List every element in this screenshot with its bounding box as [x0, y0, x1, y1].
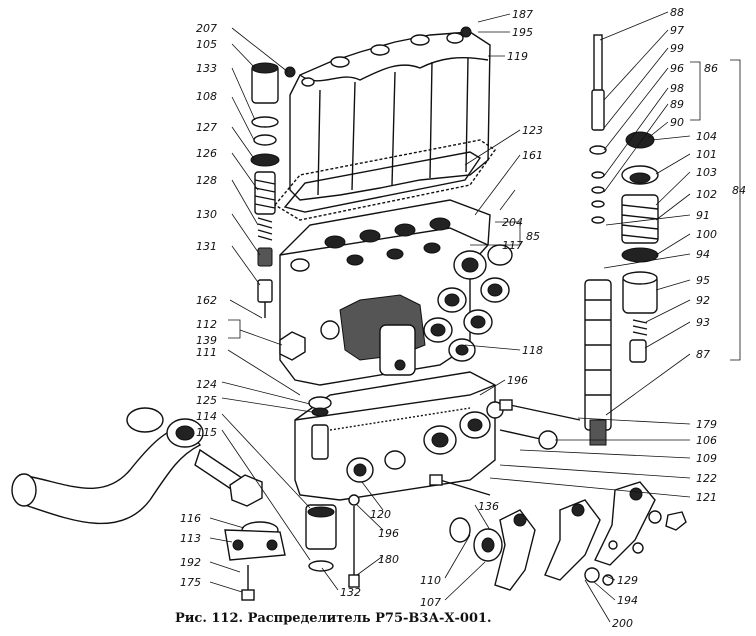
label-111: 111 — [196, 346, 217, 359]
label-109: 109 — [696, 452, 717, 465]
label-91: 91 — [696, 209, 710, 222]
label-116: 116 — [180, 512, 201, 525]
fittings-cluster — [423, 244, 513, 362]
label-136: 136 — [478, 500, 499, 513]
label-126: 126 — [196, 147, 217, 160]
label-125: 125 — [196, 394, 217, 407]
label-114: 114 — [196, 410, 217, 423]
label-192: 192 — [180, 556, 201, 569]
label-132: 132 — [340, 586, 361, 599]
levers — [449, 481, 687, 591]
label-94: 94 — [696, 248, 710, 261]
label-88: 88 — [670, 6, 684, 19]
figure-caption: Рис. 112. Распределитель Р75-В3А-Х-001. — [175, 611, 492, 626]
label-196-b: 196 — [378, 527, 399, 540]
label-120: 120 — [370, 508, 391, 521]
label-115: 115 — [196, 426, 217, 439]
label-89: 89 — [670, 98, 684, 111]
cover-housing — [289, 26, 491, 201]
label-207: 207 — [196, 22, 217, 35]
label-102: 102 — [696, 188, 717, 201]
label-97: 97 — [670, 24, 684, 37]
label-106: 106 — [696, 434, 717, 447]
label-179: 179 — [696, 418, 717, 431]
label-104: 104 — [696, 130, 717, 143]
label-139: 139 — [196, 334, 217, 347]
spool-assembly — [584, 34, 659, 446]
label-112: 112 — [196, 318, 217, 331]
label-129: 129 — [617, 574, 638, 587]
label-123: 123 — [522, 124, 543, 137]
label-90: 90 — [670, 116, 684, 129]
label-100: 100 — [696, 228, 717, 241]
label-105: 105 — [196, 38, 217, 51]
label-122: 122 — [696, 472, 717, 485]
label-84: 84 — [732, 184, 746, 197]
lower-block — [294, 371, 504, 501]
label-117: 117 — [502, 239, 523, 252]
label-93: 93 — [696, 316, 710, 329]
gasket — [273, 139, 496, 221]
label-107: 107 — [420, 596, 441, 609]
label-180: 180 — [378, 553, 399, 566]
label-187: 187 — [512, 8, 533, 21]
label-108: 108 — [196, 90, 217, 103]
label-200: 200 — [612, 617, 633, 630]
label-127: 127 — [196, 121, 217, 134]
label-194: 194 — [617, 594, 638, 607]
label-110: 110 — [420, 574, 441, 587]
label-113: 113 — [180, 532, 201, 545]
label-175: 175 — [180, 576, 201, 589]
label-162: 162 — [196, 294, 217, 307]
label-195: 195 — [512, 26, 533, 39]
label-128: 128 — [196, 174, 217, 187]
label-133: 133 — [196, 62, 217, 75]
label-86: 86 — [704, 62, 718, 75]
left-stack — [250, 62, 296, 318]
callout-labels: 207 105 133 108 127 126 128 130 131 162 … — [180, 6, 746, 630]
bolts — [429, 399, 581, 496]
label-98: 98 — [670, 82, 684, 95]
label-204: 204 — [502, 216, 523, 229]
label-130: 130 — [196, 208, 217, 221]
label-118: 118 — [522, 344, 543, 357]
label-196-a: 196 — [507, 374, 528, 387]
lower-left-stack — [305, 396, 360, 588]
label-161: 161 — [522, 149, 543, 162]
label-87: 87 — [696, 348, 710, 361]
label-121: 121 — [696, 491, 717, 504]
leader-lines — [209, 11, 741, 623]
label-131: 131 — [196, 240, 217, 253]
label-99: 99 — [670, 42, 684, 55]
label-103: 103 — [696, 166, 717, 179]
label-92: 92 — [696, 294, 710, 307]
label-124: 124 — [196, 378, 217, 391]
label-95: 95 — [696, 274, 710, 287]
label-101: 101 — [696, 148, 717, 161]
label-85: 85 — [526, 230, 540, 243]
pipe-assembly — [11, 407, 286, 601]
label-119: 119 — [507, 50, 528, 63]
label-96: 96 — [670, 62, 684, 75]
